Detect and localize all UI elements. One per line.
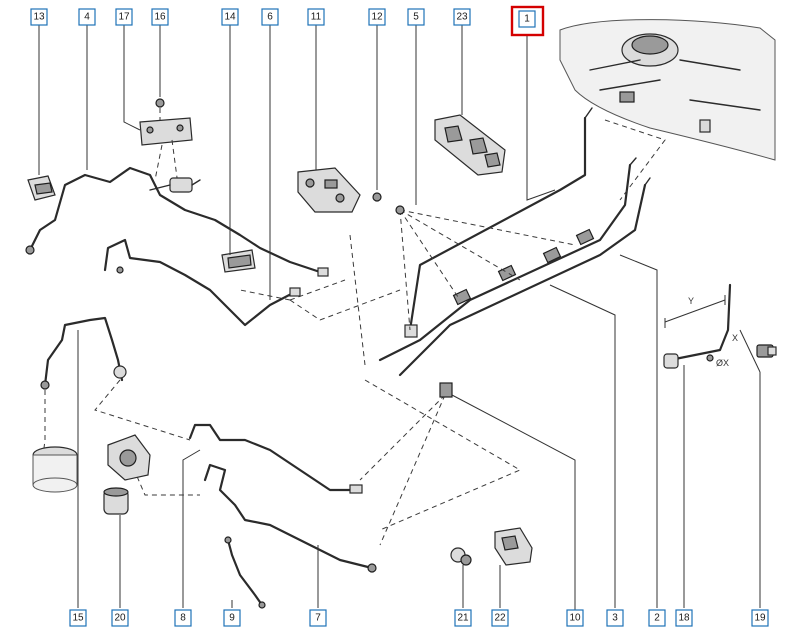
svg-text:12: 12 xyxy=(371,12,383,23)
svg-text:15: 15 xyxy=(72,613,84,624)
clip-part-14[interactable] xyxy=(221,249,256,273)
svg-text:13: 13 xyxy=(33,12,45,23)
main-pipe-bundle[interactable] xyxy=(378,107,651,377)
callout-7[interactable]: 7 xyxy=(309,609,327,627)
callout-21[interactable]: 21 xyxy=(454,609,472,627)
callout-16[interactable]: 16 xyxy=(151,8,169,26)
fitting-part-19[interactable] xyxy=(739,329,777,373)
callouts-top: 13 4 17 16 14 6 11 12 5 23 1 xyxy=(30,5,545,37)
svg-text:22: 22 xyxy=(494,613,506,624)
callout-1-highlighted[interactable]: 1 xyxy=(510,5,545,37)
callout-18[interactable]: 18 xyxy=(675,609,693,627)
bracket-part-17[interactable] xyxy=(139,117,193,186)
callout-15[interactable]: 15 xyxy=(69,609,87,627)
svg-text:1: 1 xyxy=(524,14,530,25)
svg-text:17: 17 xyxy=(118,12,130,23)
union-fitting[interactable] xyxy=(439,382,576,610)
clip-part-23[interactable] xyxy=(434,114,506,176)
dimension-label-x: X xyxy=(732,333,738,343)
callout-11[interactable]: 11 xyxy=(307,8,325,26)
nut-part-12[interactable] xyxy=(372,192,382,202)
callout-23[interactable]: 23 xyxy=(453,8,471,26)
svg-text:8: 8 xyxy=(180,613,186,624)
pipe-part-6[interactable] xyxy=(103,238,301,327)
callout-17[interactable]: 17 xyxy=(115,8,133,26)
bolt-part-16[interactable] xyxy=(155,98,165,120)
callout-20[interactable]: 20 xyxy=(111,609,129,627)
callouts-bottom: 15 20 8 9 7 21 22 10 3 2 18 19 xyxy=(69,609,769,627)
bracket-part-11[interactable] xyxy=(297,167,361,213)
svg-text:10: 10 xyxy=(569,613,581,624)
dimension-y xyxy=(664,295,726,328)
svg-text:11: 11 xyxy=(311,12,322,23)
filter-connector[interactable] xyxy=(149,177,201,193)
callout-13[interactable]: 13 xyxy=(30,8,48,26)
dimension-label-y: Y xyxy=(688,296,694,306)
svg-text:2: 2 xyxy=(654,613,660,624)
callout-4[interactable]: 4 xyxy=(78,8,96,26)
svg-text:18: 18 xyxy=(678,613,690,624)
callout-12[interactable]: 12 xyxy=(368,8,386,26)
svg-text:20: 20 xyxy=(114,613,126,624)
svg-text:6: 6 xyxy=(267,12,273,23)
svg-text:9: 9 xyxy=(229,613,235,624)
svg-text:16: 16 xyxy=(154,12,166,23)
callout-leaders xyxy=(38,25,761,608)
svg-text:5: 5 xyxy=(413,12,419,23)
callout-3[interactable]: 3 xyxy=(606,609,624,627)
callout-9[interactable]: 9 xyxy=(223,609,241,627)
pipe-part-18[interactable] xyxy=(663,283,732,369)
dimension-label-diameter: ØX xyxy=(716,358,729,368)
callout-2[interactable]: 2 xyxy=(648,609,666,627)
svg-text:14: 14 xyxy=(224,12,236,23)
clip-part-22[interactable] xyxy=(494,527,533,566)
pipe-part-4[interactable] xyxy=(25,166,329,277)
svg-text:7: 7 xyxy=(315,613,321,624)
svg-text:3: 3 xyxy=(612,613,618,624)
callout-10[interactable]: 10 xyxy=(566,609,584,627)
fuel-tank xyxy=(559,19,776,161)
sleeve-part-20[interactable] xyxy=(103,487,129,515)
callout-14[interactable]: 14 xyxy=(221,8,239,26)
svg-text:23: 23 xyxy=(456,12,468,23)
pipe-part-9[interactable] xyxy=(224,536,266,609)
svg-text:4: 4 xyxy=(84,12,90,23)
callout-6[interactable]: 6 xyxy=(261,8,279,26)
clip-part-21[interactable] xyxy=(450,547,472,566)
pipe-part-8[interactable] xyxy=(188,423,377,573)
callout-19[interactable]: 19 xyxy=(751,609,769,627)
clip-part-13[interactable] xyxy=(27,175,56,201)
callout-5[interactable]: 5 xyxy=(407,8,425,26)
callout-22[interactable]: 22 xyxy=(491,609,509,627)
callout-8[interactable]: 8 xyxy=(174,609,192,627)
clip-part-5[interactable] xyxy=(395,205,405,215)
svg-text:19: 19 xyxy=(754,613,766,624)
svg-text:21: 21 xyxy=(457,613,469,624)
fuel-filter[interactable] xyxy=(32,446,78,493)
fuel-pump[interactable] xyxy=(107,434,151,481)
assembly-dashed-lines xyxy=(239,119,666,546)
